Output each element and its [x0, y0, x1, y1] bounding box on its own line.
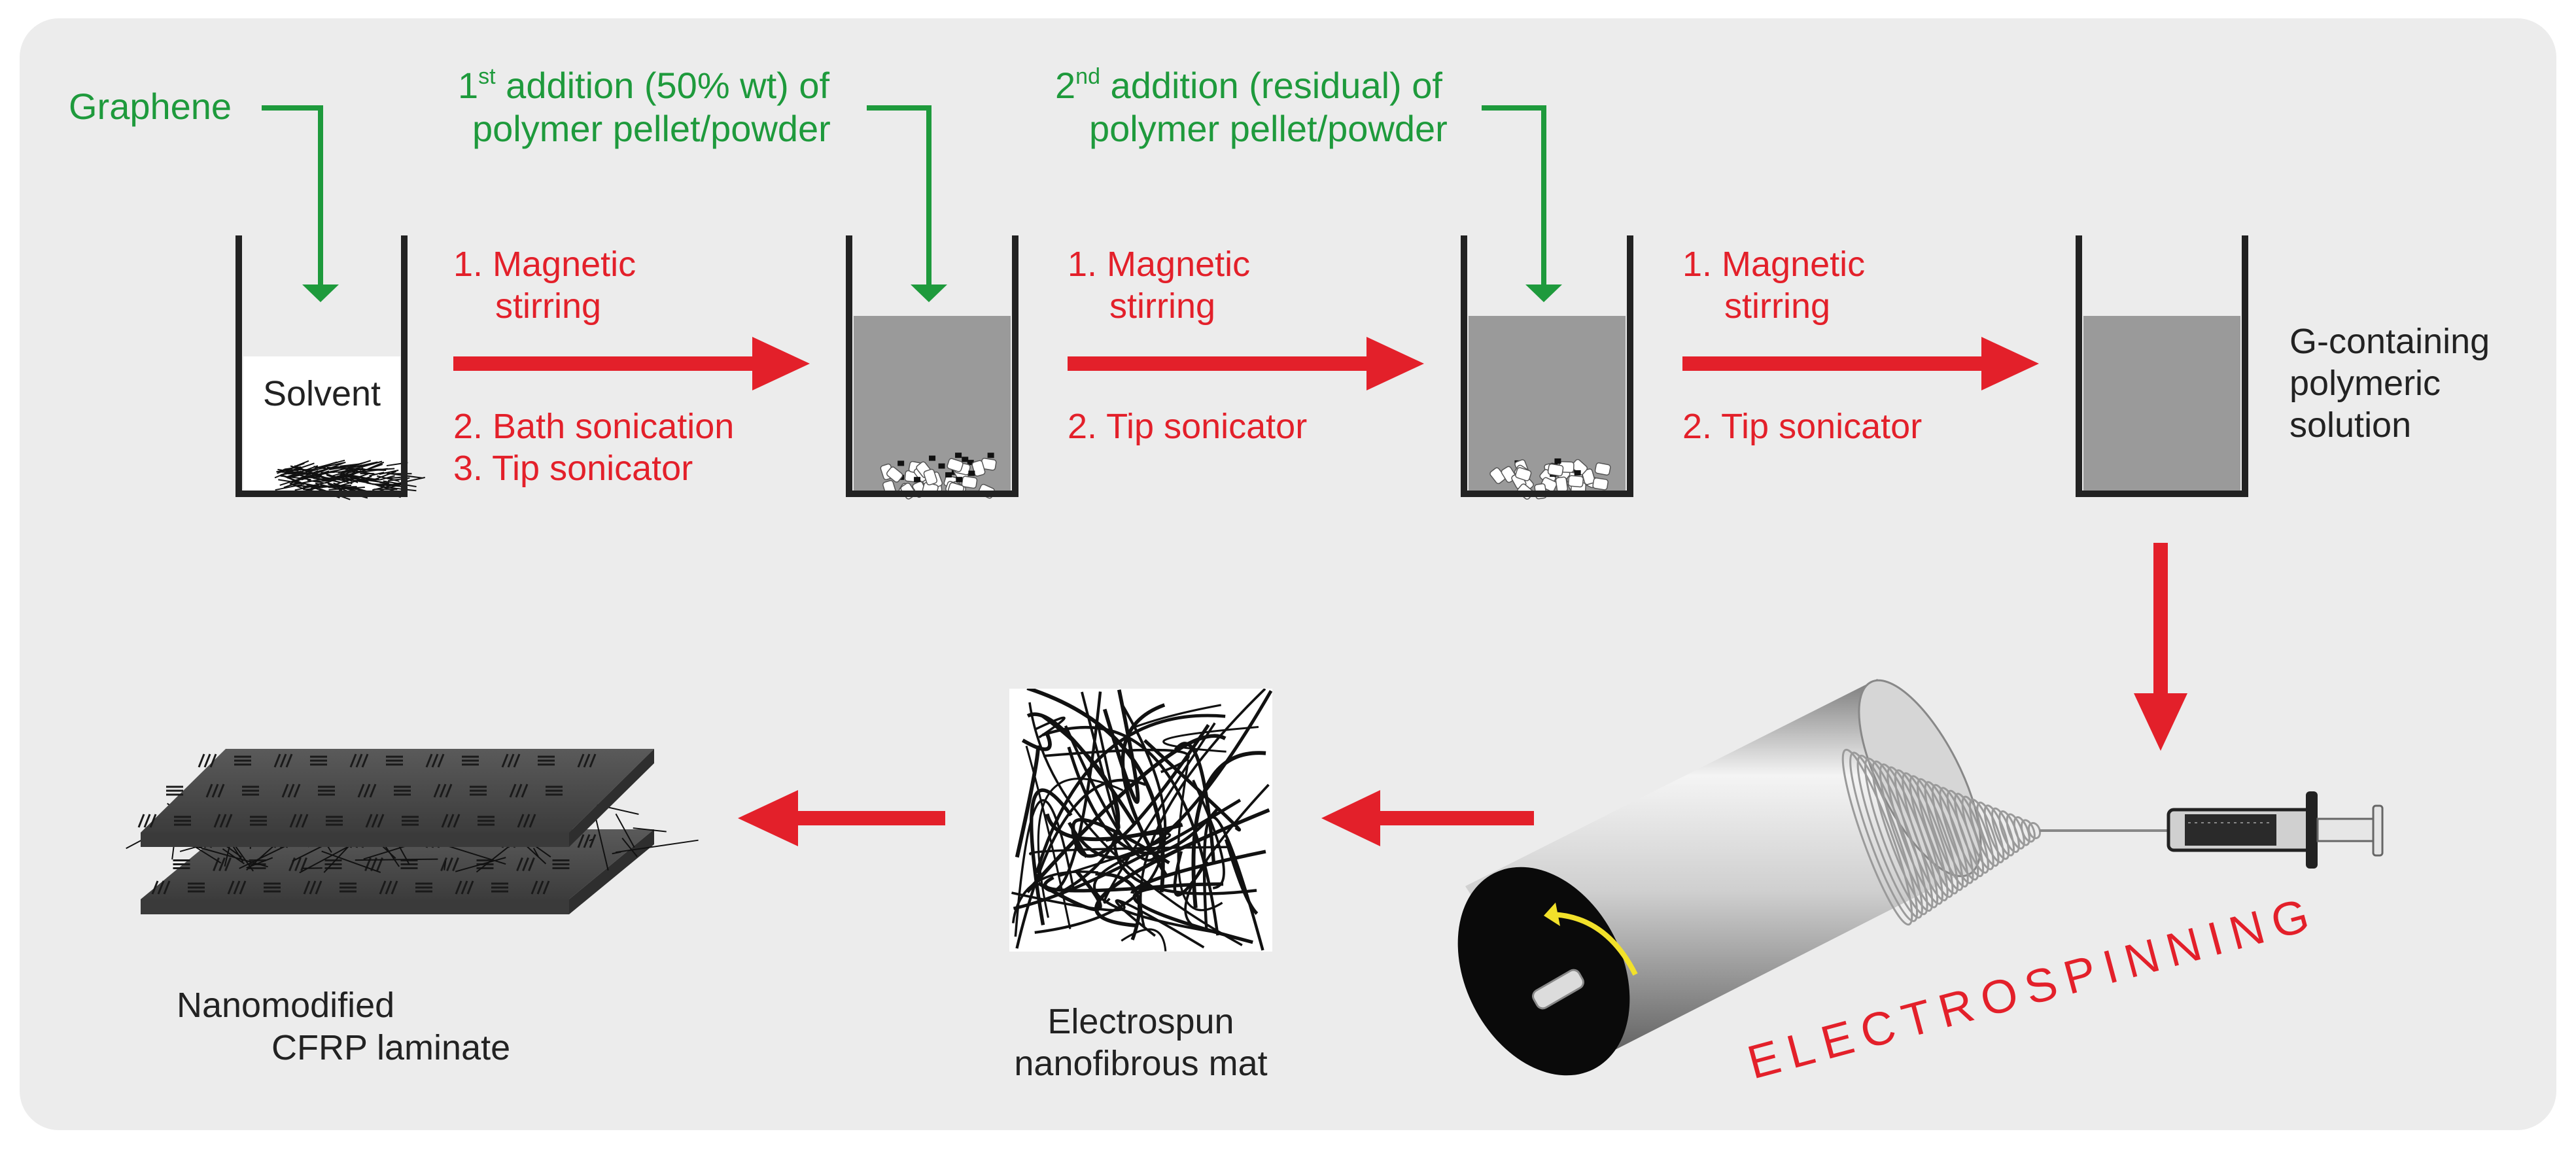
- step2-bottom-line1: 2. Tip sonicator: [1068, 407, 1307, 446]
- first-addition-line1: 1st addition (50% wt) of: [458, 64, 830, 106]
- mat-label-line2: nanofibrous mat: [1014, 1044, 1267, 1083]
- first-addition-line2: polymer pellet/powder: [472, 108, 831, 149]
- laminate-label-line2: CFRP laminate: [271, 1028, 510, 1067]
- step3-top-line1: 1. Magnetic: [1682, 245, 1865, 284]
- nanofibrous-mat: [1007, 687, 1274, 954]
- step2-top-line2: stirring: [1109, 286, 1215, 326]
- step3-bottom-line1: 2. Tip sonicator: [1682, 407, 1922, 446]
- step1-bottom-line2: 3. Tip sonicator: [453, 449, 693, 488]
- solution-line3: solution: [2289, 405, 2411, 445]
- mat-label-line1: Electrospun: [1047, 1002, 1234, 1041]
- step1-top-line2: stirring: [495, 286, 601, 326]
- step1-top-line1: 1. Magnetic: [453, 245, 636, 284]
- solution-line2: polymeric: [2289, 364, 2441, 403]
- second-addition-line1: 2nd addition (residual) of: [1055, 64, 1442, 106]
- second-addition-line2: polymer pellet/powder: [1089, 108, 1448, 149]
- laminate-top-ply: [139, 749, 654, 847]
- solvent-label: Solvent: [263, 374, 381, 413]
- solution-line1: G-containing: [2289, 322, 2490, 361]
- step3-top-line2: stirring: [1724, 286, 1830, 326]
- laminate-label-line1: Nanomodified: [177, 986, 394, 1025]
- graphene-label: Graphene: [69, 86, 232, 127]
- step1-bottom-line1: 2. Bath sonication: [453, 407, 734, 446]
- step2-top-line1: 1. Magnetic: [1068, 245, 1250, 284]
